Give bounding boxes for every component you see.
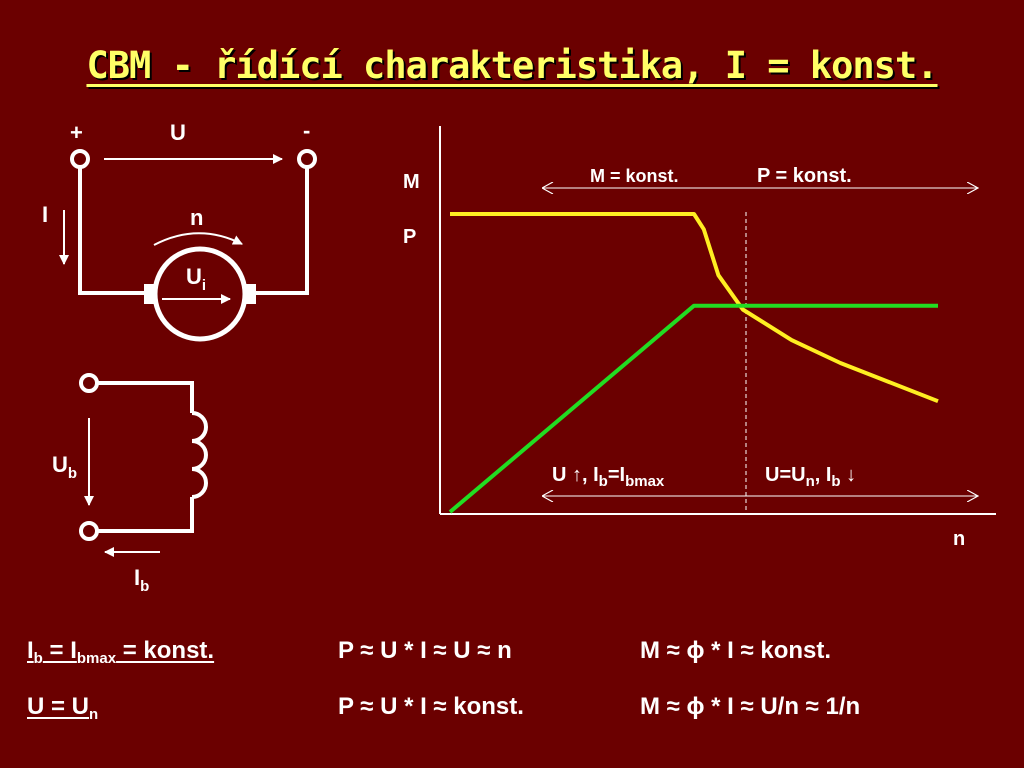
armature-circuit: + U - I n Ui bbox=[42, 118, 317, 342]
power-equation-1: P ≈ U * I ≈ U ≈ n bbox=[338, 637, 512, 664]
equation-row-1: Ib = Ibmax = konst. bbox=[27, 637, 214, 667]
characteristic-chart: M P n M = konst. P = konst. U ↑, Ib=Ibma… bbox=[403, 126, 996, 550]
field-wire-top bbox=[97, 381, 194, 413]
power-curve bbox=[448, 303, 938, 514]
rotation-arrow bbox=[153, 232, 243, 246]
condition-armature-voltage: U = Un bbox=[27, 693, 99, 723]
condition-label-left: U ↑, Ib=Ibmax bbox=[552, 464, 665, 490]
field-terminal-top bbox=[79, 373, 99, 393]
minus-terminal-label: - bbox=[303, 118, 310, 143]
torque-axis-label: M bbox=[403, 171, 420, 193]
speed-axis-label: n bbox=[953, 528, 965, 550]
power-axis-label: P bbox=[403, 226, 416, 248]
plus-terminal bbox=[70, 149, 90, 169]
induced-voltage-label: Ui bbox=[186, 264, 206, 294]
motor-armature bbox=[152, 246, 248, 342]
speed-label: n bbox=[190, 205, 203, 230]
field-voltage-label: Ub bbox=[52, 452, 77, 482]
power-equation-2: P ≈ U * I ≈ konst. bbox=[338, 693, 524, 720]
field-current-label: Ib bbox=[134, 565, 149, 595]
torque-curve bbox=[450, 212, 939, 404]
brush-right bbox=[246, 284, 256, 304]
field-terminal-bottom bbox=[79, 521, 99, 541]
torque-equation-2: M ≈ ϕ * I ≈ U/n ≈ 1/n bbox=[640, 693, 861, 720]
armature-current-label: I bbox=[42, 202, 48, 227]
brush-left bbox=[144, 284, 154, 304]
torque-equation-1: M ≈ ϕ * I ≈ konst. bbox=[640, 637, 832, 664]
field-wire-bottom bbox=[97, 497, 194, 533]
condition-field-current: Ib = Ibmax = konst. bbox=[27, 637, 215, 667]
page-title: CBM - řídící charakteristika, I = konst. bbox=[86, 44, 938, 87]
equation-row-2: U = Un bbox=[27, 693, 98, 723]
field-circuit: Ub Ib bbox=[52, 373, 208, 595]
armature-wire-right bbox=[252, 167, 309, 295]
field-winding-coil bbox=[191, 411, 208, 499]
armature-wire-left bbox=[78, 167, 148, 295]
region-label-constant-power: P = konst. bbox=[757, 165, 852, 187]
condition-label-right: U=Un, Ib ↓ bbox=[765, 464, 856, 490]
region-label-constant-torque: M = konst. bbox=[590, 166, 679, 186]
armature-voltage-label: U bbox=[170, 120, 186, 145]
minus-terminal bbox=[297, 149, 317, 169]
plus-terminal-label: + bbox=[70, 120, 83, 145]
